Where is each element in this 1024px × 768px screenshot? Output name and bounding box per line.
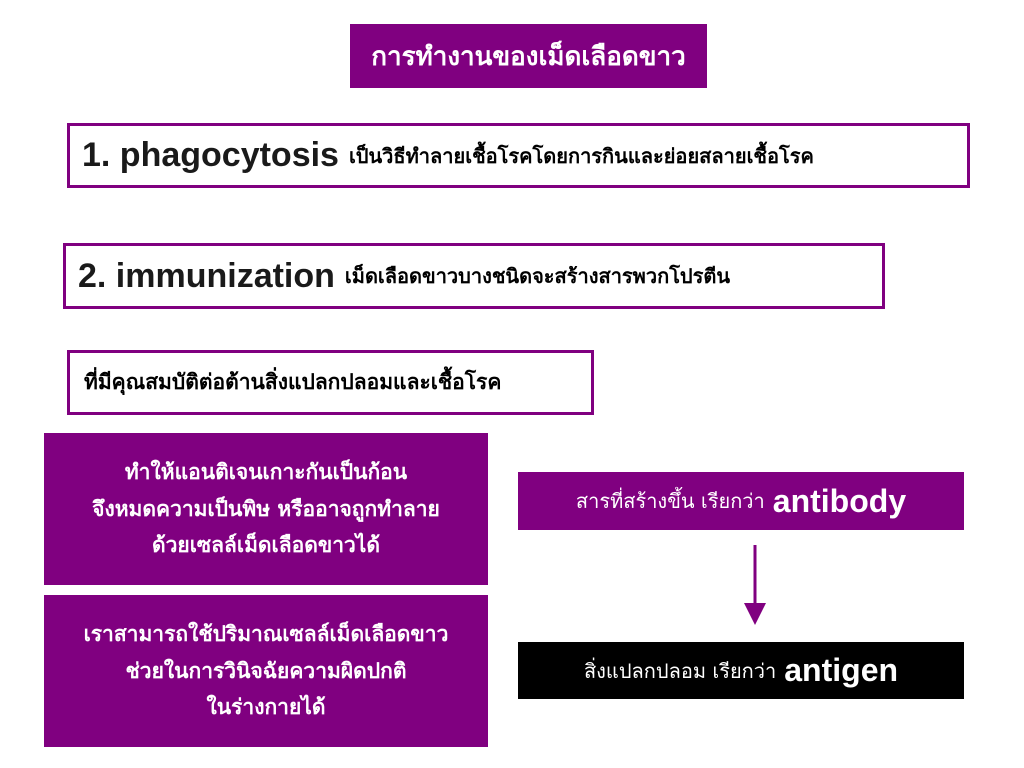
antibody-label-thai: สารที่สร้างขึ้น เรียกว่า [575,489,765,513]
antibody-effect-line: ทำให้แอนติเจนเกาะกันเป็นก้อน [124,458,408,484]
antibody-label-box: สารที่สร้างขึ้น เรียกว่า antibody [518,472,964,530]
immunization-description: เม็ดเลือดขาวบางชนิดจะสร้างสารพวกโปรตีน [344,264,731,288]
antigen-label-thai: สิ่งแปลกปลอม เรียกว่า [583,658,777,683]
diagnosis-line: เราสามารถใช้ปริมาณเซลล์เม็ดเลือดขาว [83,620,449,646]
phagocytosis-description: เป็นวิธีทำลายเชื้อโรคโดยการกินและย่อยสลา… [348,143,814,168]
diagnosis-line: ในร่างกายได้ [206,694,326,720]
phagocytosis-term: 1. phagocytosis [82,136,339,174]
immunization-continuation-box: ที่มีคุณสมบัติต่อต้านสิ่งแปลกปลอมและเชื้… [67,350,594,415]
antigen-label-box: สิ่งแปลกปลอม เรียกว่า antigen [518,642,964,699]
immunization-box: 2. immunization เม็ดเลือดขาวบางชนิดจะสร้… [63,243,885,309]
diagnosis-box: เราสามารถใช้ปริมาณเซลล์เม็ดเลือดขาว ช่วย… [44,595,488,747]
antigen-label-english: antigen [784,652,899,688]
antibody-label-english: antibody [772,482,907,519]
diagnosis-line: ช่วยในการวินิจฉัยความผิดปกติ [125,657,407,683]
immunization-continuation-text: ที่มีคุณสมบัติต่อต้านสิ่งแปลกปลอมและเชื้… [84,369,502,394]
phagocytosis-box: 1. phagocytosis เป็นวิธีทำลายเชื้อโรคโดย… [67,123,970,188]
immunization-term: 2. immunization [78,256,335,295]
antibody-effect-line: จึงหมดความเป็นพิษ หรืออาจถูกทำลาย [92,495,440,521]
down-arrow-icon [744,545,766,625]
diagram-title: การทำงานของเม็ดเลือดขาว [350,24,707,88]
antibody-effect-box: ทำให้แอนติเจนเกาะกันเป็นก้อน จึงหมดความเ… [44,433,488,585]
diagram-title-text: การทำงานของเม็ดเลือดขาว [371,41,686,72]
antibody-effect-line: ด้วยเซลล์เม็ดเลือดขาวได้ [152,532,380,558]
